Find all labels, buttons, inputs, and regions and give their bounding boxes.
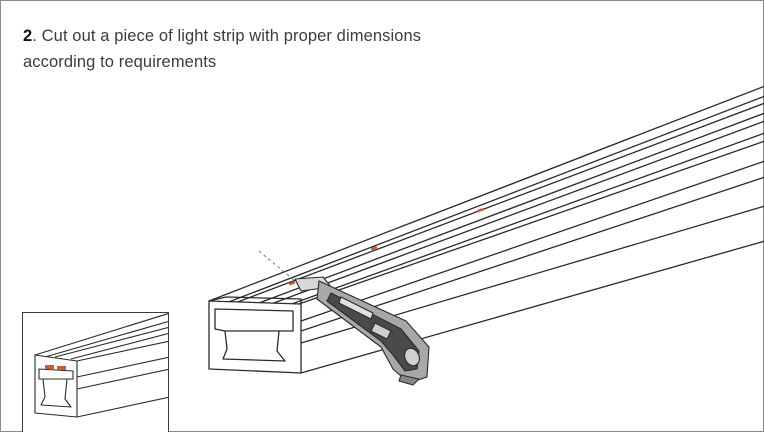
strip-edge-line	[258, 112, 764, 304]
strip-edge-line	[208, 85, 764, 302]
strip-edge-line	[285, 132, 764, 307]
step-instruction: 2. Cut out a piece of light strip with p…	[23, 23, 463, 75]
strip-edge-line	[300, 176, 764, 332]
cut-mark	[288, 280, 296, 286]
cut-mark-group	[288, 207, 484, 286]
strip-top-lip	[208, 296, 302, 304]
step-text: . Cut out a piece of light strip with pr…	[23, 27, 422, 71]
cut-mark	[370, 245, 378, 251]
strip-edge-line	[225, 95, 764, 304]
strip-channel-profile	[214, 308, 294, 362]
utility-knife-icon	[294, 276, 430, 386]
inset-strip-illustration	[34, 313, 168, 418]
inset-detail-box	[22, 312, 169, 432]
strip-edge-line	[270, 120, 764, 305]
inset-cut-marks	[45, 365, 66, 370]
strip-edge-line	[300, 160, 764, 322]
strip-edge-line	[300, 240, 764, 374]
strip-edge-line	[234, 102, 764, 304]
cut-mark	[476, 207, 484, 213]
strip-edge-line	[298, 140, 764, 305]
step-number: 2	[23, 27, 33, 45]
